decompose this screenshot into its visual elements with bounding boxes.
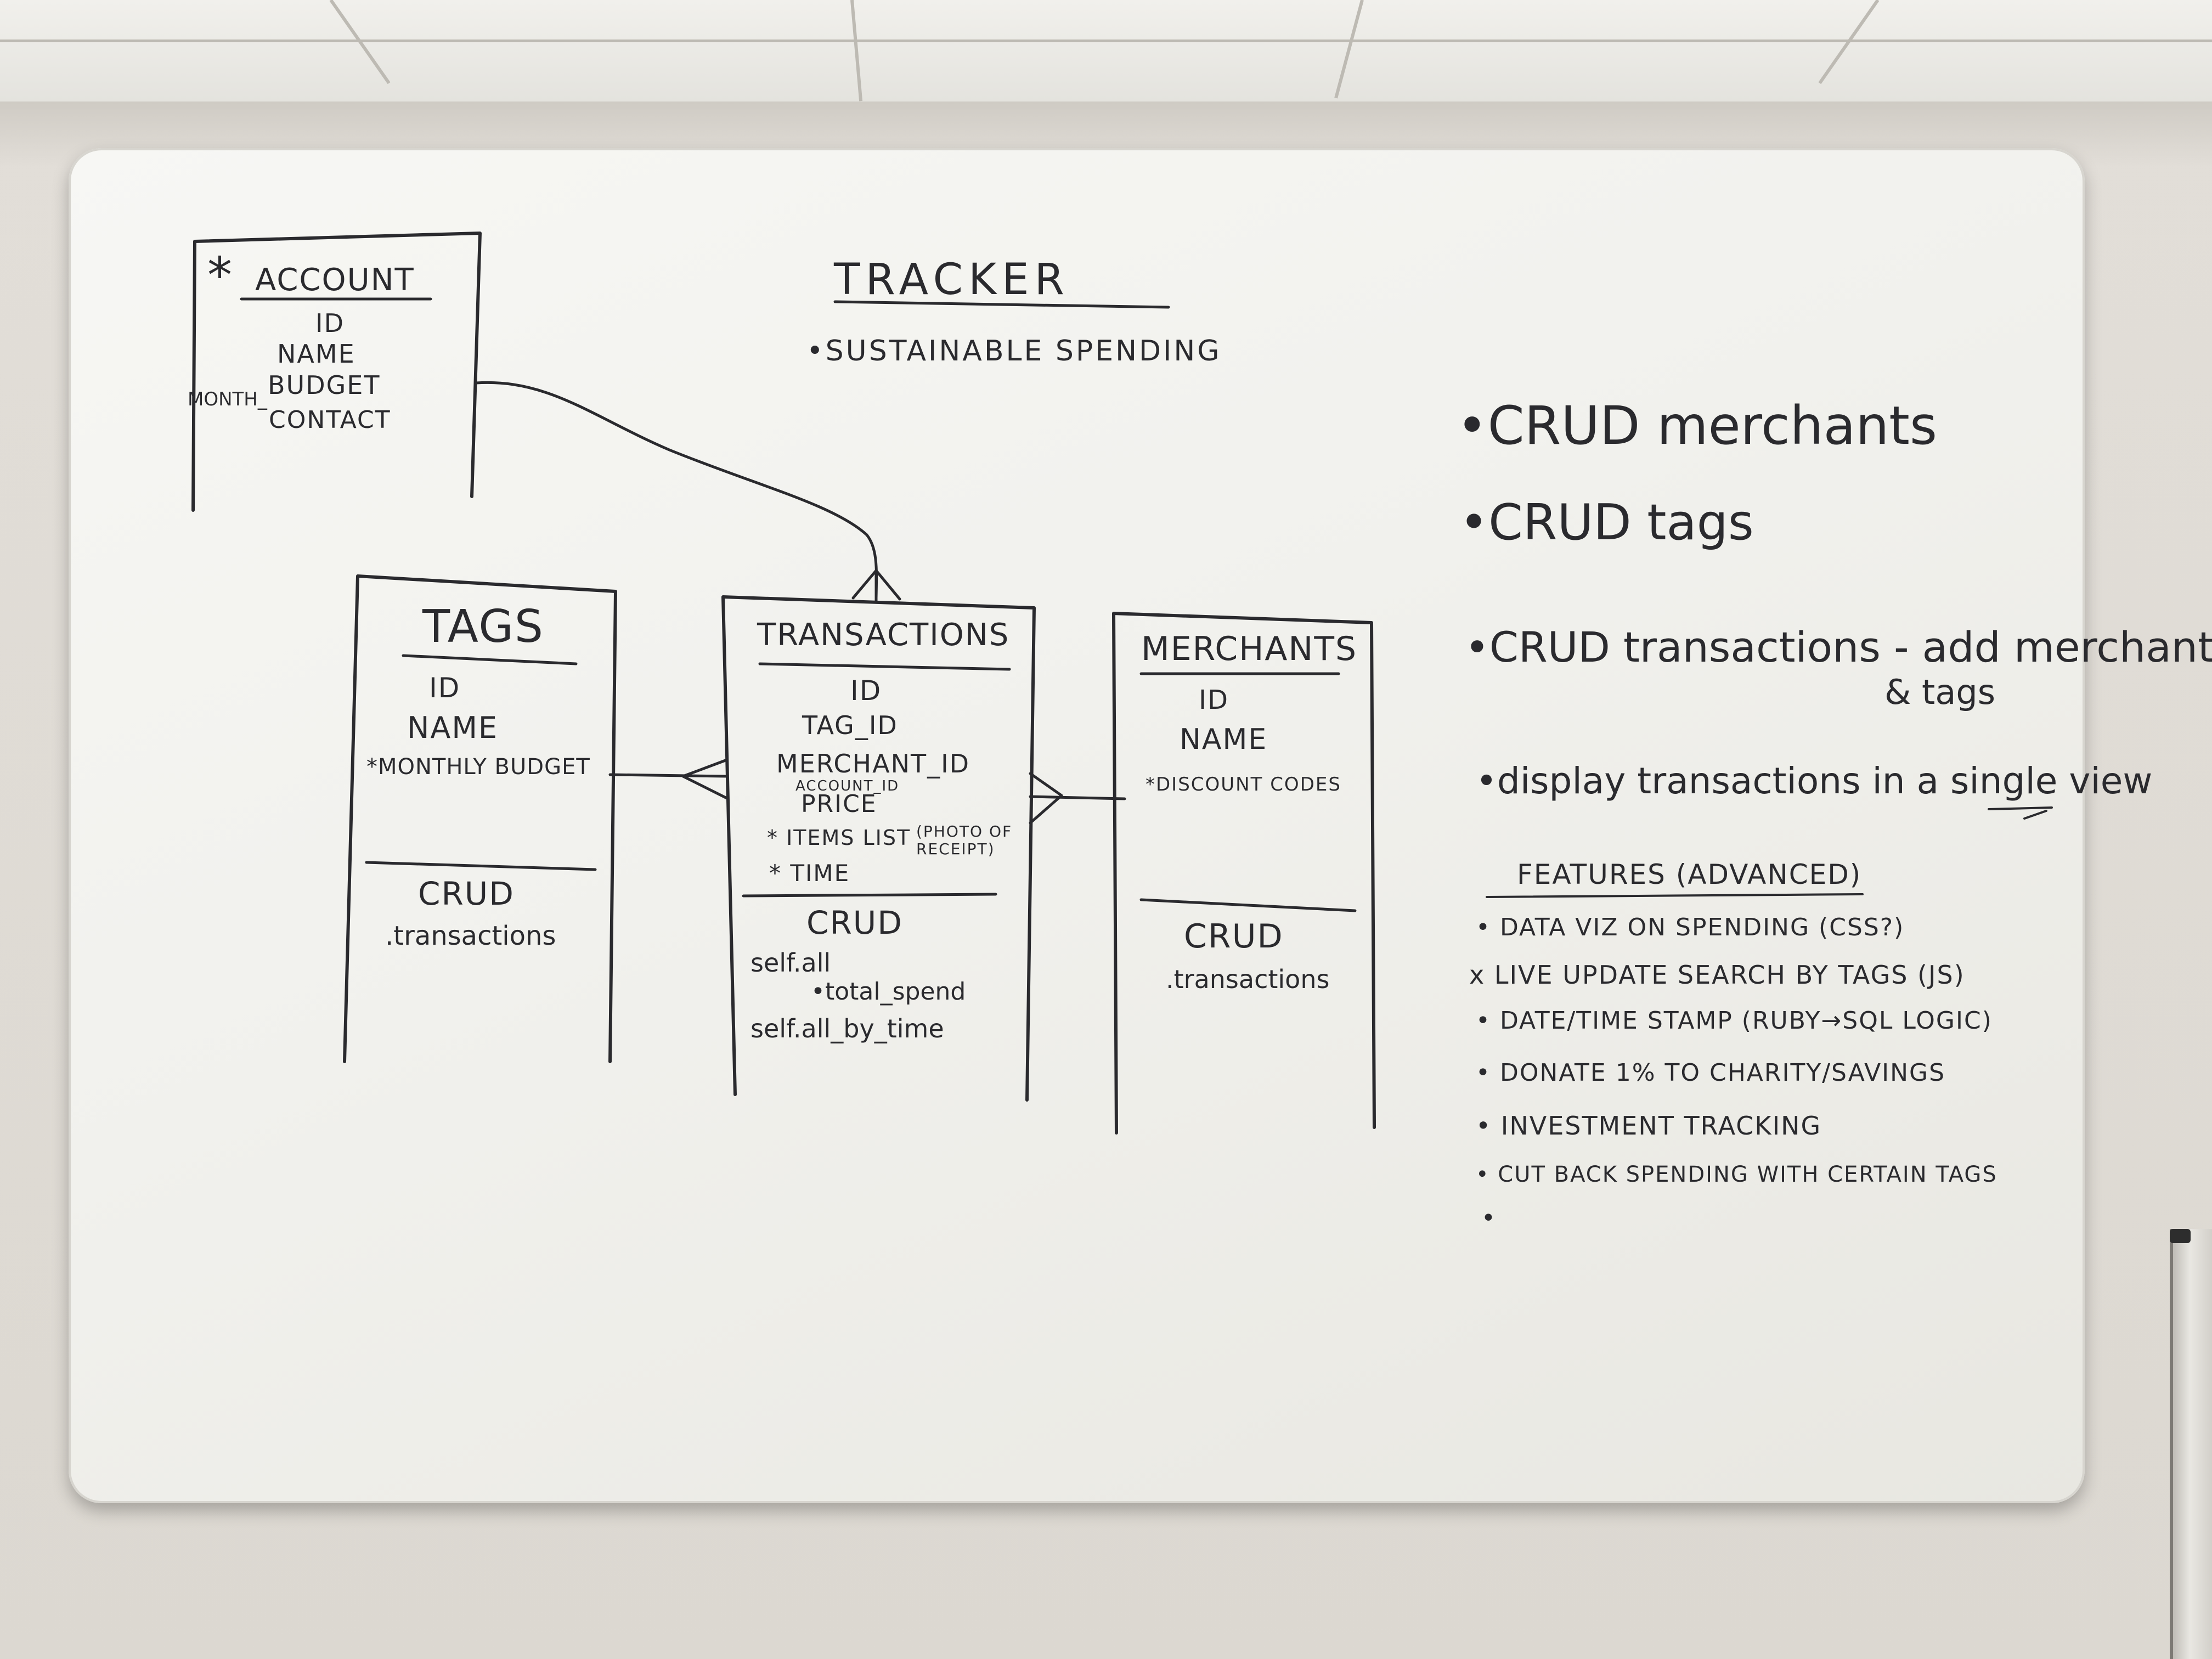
transactions-title-underline xyxy=(758,662,1011,671)
merchants-box xyxy=(1112,612,1376,1135)
tags-crud: CRUD xyxy=(418,875,515,912)
crowfoot-merchants xyxy=(1029,772,1063,825)
todo-and-tags: & tags xyxy=(1884,672,1996,712)
crowfoot-tags xyxy=(681,758,729,800)
merchants-divider xyxy=(1139,898,1357,912)
transactions-field-time: * TIME xyxy=(769,860,850,887)
tags-title: TAGS xyxy=(422,601,544,653)
tags-field-name: NAME xyxy=(407,710,499,745)
side-whiteboard-clip xyxy=(2170,1229,2191,1243)
account-field-id: ID xyxy=(315,308,345,338)
transactions-field-items-list: * ITEMS LIST xyxy=(767,826,911,850)
merchants-transactions-relation xyxy=(1029,795,1126,800)
features-heading: FEATURES (ADVANCED) xyxy=(1517,859,1862,890)
title-underline xyxy=(833,300,1170,309)
merchants-field-discount-codes: *DISCOUNT CODES xyxy=(1146,774,1341,795)
feature-donate: • DONATE 1% TO CHARITY/SAVINGS xyxy=(1476,1059,1946,1087)
transactions-field-account-id: ACCOUNT_ID xyxy=(795,778,900,794)
account-transactions-relation xyxy=(475,381,878,600)
account-field-name: NAME xyxy=(277,339,356,369)
transactions-items-note: (PHOTO OF RECEIPT) xyxy=(916,822,1013,858)
transactions-field-merchant-id: MERCHANT_ID xyxy=(776,749,970,778)
side-whiteboard xyxy=(2170,1229,2212,1659)
ceiling-tile-seam xyxy=(0,40,2212,42)
tags-method-transactions: .transactions xyxy=(385,921,556,951)
board-subtitle: •SUSTAINABLE SPENDING xyxy=(806,335,1222,368)
account-field-contact: CONTACT xyxy=(269,406,391,434)
whiteboard xyxy=(69,148,2085,1503)
board-title: TRACKER xyxy=(834,255,1070,304)
tags-divider xyxy=(365,861,597,871)
account-field-budget: BUDGET xyxy=(268,370,381,400)
merchants-crud: CRUD xyxy=(1184,917,1284,956)
tags-title-underline xyxy=(402,654,578,665)
transactions-method-self-all-by-time: self.all_by_time xyxy=(751,1014,944,1043)
transactions-method-total-spend: •total_spend xyxy=(811,978,966,1006)
transactions-field-price: PRICE xyxy=(801,790,877,818)
feature-live-search: x LIVE UPDATE SEARCH BY TAGS (JS) xyxy=(1469,960,1965,990)
tags-field-monthly-budget: *MONTHLY BUDGET xyxy=(366,754,590,780)
feature-investment-tracking: • INVESTMENT TRACKING xyxy=(1476,1111,1822,1141)
transactions-box xyxy=(721,595,1036,1102)
tags-field-id: ID xyxy=(429,672,461,704)
merchants-field-name: NAME xyxy=(1180,723,1268,756)
transactions-divider xyxy=(742,893,997,898)
feature-date-time-stamp: • DATE/TIME STAMP (RUBY→SQL LOGIC) xyxy=(1476,1007,1993,1035)
account-title: ACCOUNT xyxy=(255,262,415,298)
crowfoot-account xyxy=(851,569,901,602)
transactions-field-tag-id: TAG_ID xyxy=(802,710,898,740)
feature-empty-bullet: • xyxy=(1481,1204,1496,1232)
account-field-prefix: MONTH_ xyxy=(188,388,267,410)
todo-crud-merchants: •CRUD merchants xyxy=(1457,395,1937,456)
feature-cut-back-spending: • CUT BACK SPENDING WITH CERTAIN TAGS xyxy=(1476,1162,1997,1187)
transactions-crud: CRUD xyxy=(806,904,903,941)
view-underline xyxy=(1988,806,2053,820)
features-underline xyxy=(1486,893,1864,898)
tags-transactions-relation xyxy=(608,773,729,778)
todo-crud-transactions: •CRUD transactions - add merchant xyxy=(1465,623,2212,672)
todo-crud-tags: •CRUD tags xyxy=(1459,494,1754,551)
merchants-field-id: ID xyxy=(1199,685,1229,715)
transactions-method-self-all: self.all xyxy=(751,948,831,978)
merchants-method-transactions: .transactions xyxy=(1166,964,1330,994)
account-box xyxy=(191,232,482,512)
merchants-title: MERCHANTS xyxy=(1141,630,1358,668)
transactions-field-id: ID xyxy=(850,675,882,707)
feature-data-viz: • DATA VIZ ON SPENDING (CSS?) xyxy=(1476,913,1905,941)
account-marker: * xyxy=(207,247,232,304)
todo-display-transactions: •display transactions in a single view xyxy=(1476,760,2153,802)
tags-box xyxy=(343,574,617,1063)
transactions-title: TRANSACTIONS xyxy=(757,617,1010,653)
